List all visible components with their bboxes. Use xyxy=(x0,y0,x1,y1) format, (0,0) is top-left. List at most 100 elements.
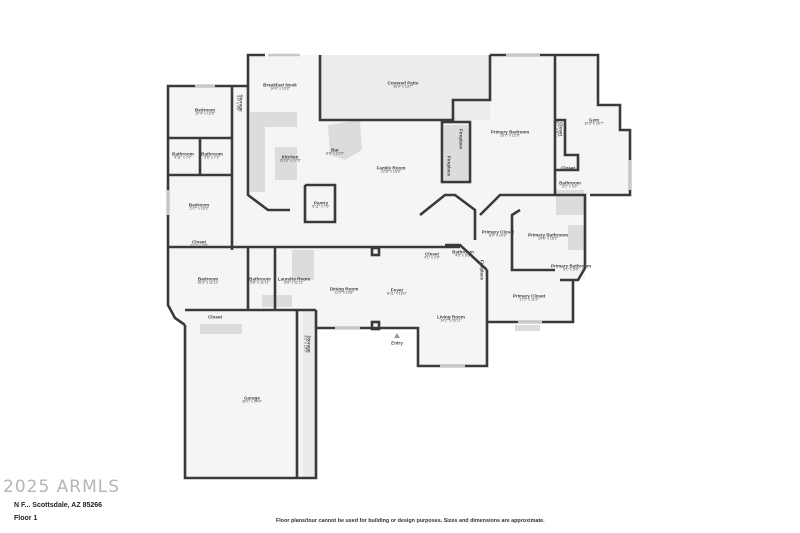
room-name: Closet xyxy=(424,251,440,257)
room-name: Primary Closet xyxy=(512,293,546,299)
room-name: Bathroom xyxy=(559,180,581,186)
room-name: Bar xyxy=(331,147,339,153)
walls xyxy=(166,53,632,480)
room-dimensions: 14'0" x 13'8" xyxy=(270,86,290,91)
disclaimer: Floor plans/tour cannot be used for buil… xyxy=(276,518,545,524)
room-dimensions: 8'6" x 12'0" xyxy=(326,151,344,156)
room-label: Fireplace xyxy=(458,128,464,150)
room-name: Fireplace xyxy=(458,128,464,150)
room-dimensions: 10'9" x 20'7" xyxy=(584,121,604,126)
room-name: Closet xyxy=(191,239,207,245)
entry-arrow-icon xyxy=(394,333,400,338)
floor-areas xyxy=(168,55,630,478)
room-dimensions: 4'1" x 2'9" xyxy=(424,255,440,260)
room-dimensions: 5'1" x 5'5" xyxy=(563,267,579,272)
windows xyxy=(166,53,632,368)
room-name: Family Room xyxy=(376,165,406,171)
room-name: Living Room xyxy=(437,314,465,320)
room-dimensions: 14'6" x 16'2" xyxy=(538,236,558,241)
room-name: Primary Bathroom xyxy=(550,263,592,269)
room-name: Entry xyxy=(391,340,403,346)
room-dimensions: 11'7" x 10'3" xyxy=(189,206,209,211)
room-name: Primary Bedroom xyxy=(490,129,530,135)
room-name: Bathroom xyxy=(201,151,223,157)
room-dimensions: 8'11" x 16'0" xyxy=(387,291,407,296)
room-name: Bathroom xyxy=(172,151,194,157)
address: N F... Scottsdale, AZ 85266 xyxy=(14,502,103,509)
room-dimensions: 4'0" x 6'6" xyxy=(455,253,471,258)
room-name: Bedroom xyxy=(197,276,219,282)
room-name: Dining Room xyxy=(329,286,359,292)
room-dimensions: 14'2" x 20'11" xyxy=(440,318,462,323)
room-label: Closet xyxy=(561,165,575,170)
patio-area xyxy=(320,55,490,120)
room-dimensions: 8'8" x 11'11" xyxy=(284,280,304,285)
room-name: Pantry xyxy=(313,200,329,206)
room-dimensions: 36'0" x 13'7" xyxy=(393,84,413,89)
room-name: Breakfast Nook xyxy=(263,82,297,88)
room-dimensions: 3'2" x 13'0" xyxy=(303,335,308,353)
room-dimensions: 10'4" x 12'8" xyxy=(195,111,215,116)
floor-label: Floor 1 xyxy=(14,515,38,522)
room-name: Closet xyxy=(207,314,223,320)
room-dimensions: 3'7" x 8'7" xyxy=(555,121,560,137)
room-dimensions: 5'6" x 7'2" xyxy=(204,155,220,160)
room-name: Fireplace xyxy=(479,259,485,281)
room-name: Bathroom xyxy=(452,249,474,255)
room-name: Fireplace xyxy=(446,155,452,177)
room-dimensions: 5'1" x 5'2" xyxy=(562,184,578,189)
room-label: Closet xyxy=(208,314,222,319)
room-dimensions: 8'9" x 14'2" xyxy=(489,233,507,238)
room-dimensions: 6'11" x 7'2" xyxy=(312,204,330,209)
room-dimensions: 11'5" x 10'8" xyxy=(334,290,354,295)
room-name: Bedroom xyxy=(188,202,210,208)
room-dimensions: 4'11" x 7'2" xyxy=(174,155,192,160)
room-name: Closet xyxy=(560,165,576,171)
room-label: Fireplace xyxy=(446,155,452,177)
room-name: Bedroom xyxy=(194,107,216,113)
room-dimensions: 5'8" x 11'11" xyxy=(250,280,270,285)
room-dimensions: 30'1" x 24'4" xyxy=(242,399,262,404)
room-name: Foyer xyxy=(390,287,404,293)
room-dimensions: 16'3" x 11'11" xyxy=(197,280,219,285)
room-name: Laundry Room xyxy=(277,276,311,282)
room-label: Fireplace xyxy=(479,259,485,281)
room-label: Entry xyxy=(391,340,403,345)
room-dimensions: 15'10" x 17'6" xyxy=(279,158,301,163)
room-dimensions: 20'7" x 12'9" xyxy=(500,133,520,138)
room-dimensions: 11'7" x 2'6" xyxy=(190,243,208,248)
room-name: Gym xyxy=(588,117,600,123)
room-dimensions: 4'4" x 4'0" xyxy=(235,95,240,111)
room-name: Primary Closet xyxy=(481,229,515,235)
room-dimensions: 17'2" x 11'2" xyxy=(519,297,539,302)
room-name: Garage xyxy=(244,395,260,401)
room-name: Primary Bathroom xyxy=(527,232,569,238)
room-name: Kitchen xyxy=(281,154,299,160)
